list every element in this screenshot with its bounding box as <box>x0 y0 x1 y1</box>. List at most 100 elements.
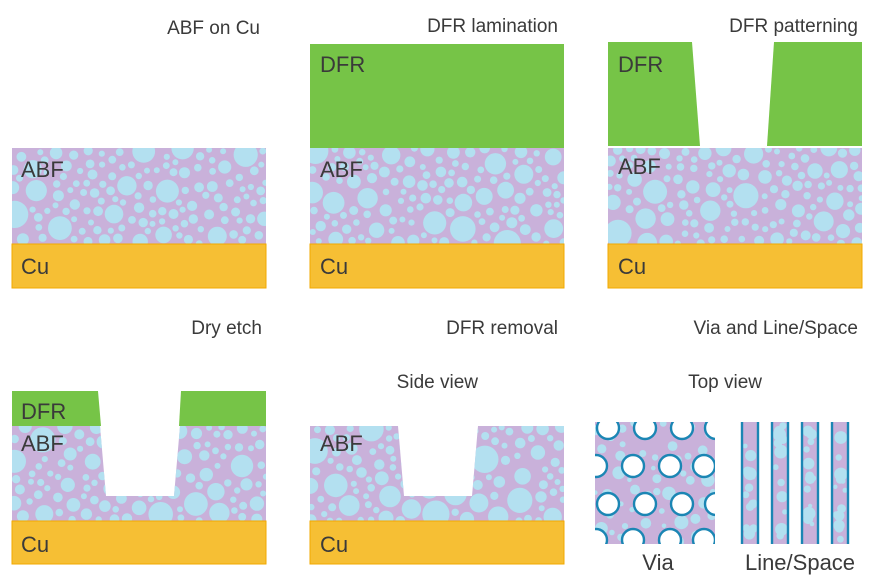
filler-particle <box>53 180 61 188</box>
filler-particle <box>317 495 325 503</box>
filler-particle <box>684 452 692 460</box>
filler-particle <box>257 461 266 470</box>
filler-particle <box>512 158 519 165</box>
filler-particle <box>132 148 156 163</box>
filler-particle <box>448 169 455 177</box>
filler-particle <box>223 430 233 440</box>
filler-particle <box>807 163 823 179</box>
filler-particle <box>243 193 250 200</box>
filler-particle <box>80 189 88 196</box>
filler-particle <box>679 200 689 210</box>
filler-particle <box>389 216 398 225</box>
filler-particle <box>44 207 51 214</box>
filler-particle <box>482 233 491 242</box>
filler-particle <box>530 204 543 217</box>
abf-label: ABF <box>618 154 661 179</box>
filler-particle <box>219 202 228 212</box>
filler-particle <box>608 194 621 210</box>
filler-particle <box>259 148 266 155</box>
filler-particle <box>626 188 633 195</box>
filler-particle <box>461 162 469 171</box>
panel-title: DFR lamination <box>427 16 558 37</box>
filler-particle <box>450 216 476 242</box>
filler-particle <box>762 160 770 168</box>
filler-particle <box>658 508 665 514</box>
filler-particle <box>546 473 554 480</box>
filler-particle <box>423 451 446 473</box>
filler-particle <box>443 470 452 478</box>
abf-label: ABF <box>320 431 363 456</box>
filler-particle <box>254 231 264 240</box>
filler-particle <box>116 493 127 504</box>
filler-particle <box>88 219 94 226</box>
filler-particle <box>501 442 508 449</box>
filler-particle <box>357 188 378 209</box>
filler-particle <box>332 447 341 457</box>
filler-particle <box>373 506 380 514</box>
filler-particle <box>630 484 640 495</box>
filler-particle <box>553 440 564 451</box>
filler-particle <box>857 184 862 192</box>
panel-title: DFR patterning <box>729 16 858 37</box>
filler-particle <box>249 496 265 511</box>
filler-particle <box>433 195 443 205</box>
filler-particle <box>626 148 634 153</box>
filler-particle <box>858 195 862 202</box>
filler-particle <box>14 484 25 495</box>
filler-particle <box>854 222 862 233</box>
filler-particle <box>137 490 144 498</box>
filler-particle <box>804 180 812 189</box>
filler-particle <box>209 167 217 175</box>
panel-via-line-space: Via and Line/Space Top view Via Line/Spa… <box>595 318 861 575</box>
filler-particle <box>357 234 365 241</box>
filler-particle <box>127 161 135 169</box>
filler-particle <box>716 159 723 166</box>
filler-particle <box>234 487 241 494</box>
filler-particle <box>791 204 805 218</box>
filler-particle <box>238 512 247 521</box>
filler-particle <box>310 438 328 464</box>
filler-particle <box>400 479 411 489</box>
filler-particle <box>321 510 328 518</box>
filler-particle <box>324 473 348 498</box>
filler-particle <box>388 227 395 234</box>
filler-particle <box>486 207 494 216</box>
filler-particle <box>810 203 817 211</box>
filler-particle <box>643 179 668 204</box>
filler-particle <box>35 224 43 231</box>
filler-particle <box>557 171 564 185</box>
filler-particle <box>310 181 323 204</box>
filler-particle <box>199 450 210 461</box>
filler-particle <box>204 441 211 448</box>
filler-particle <box>786 238 793 244</box>
filler-particle <box>619 441 626 448</box>
filler-particle <box>806 459 814 467</box>
filler-particle <box>155 179 179 203</box>
filler-particle <box>38 233 47 242</box>
line-space-top-view <box>737 422 861 544</box>
filler-particle <box>183 234 193 244</box>
filler-particle <box>247 183 254 191</box>
filler-particle <box>662 486 676 500</box>
filler-particle <box>395 473 402 480</box>
filler-particle <box>245 214 256 224</box>
filler-particle <box>420 192 432 204</box>
filler-particle <box>177 506 183 513</box>
filler-particle <box>260 490 266 497</box>
filler-particle <box>398 426 408 433</box>
filler-particle <box>314 426 321 434</box>
filler-particle <box>834 467 848 481</box>
filler-particle <box>474 175 482 183</box>
filler-particle <box>157 444 165 451</box>
filler-particle <box>652 474 662 484</box>
filler-particle <box>456 176 468 188</box>
filler-particle <box>123 447 134 458</box>
panel-title: Via and Line/Space <box>694 318 858 339</box>
cu-label: Cu <box>320 254 348 279</box>
filler-particle <box>515 517 523 521</box>
filler-particle <box>338 495 360 516</box>
filler-particle <box>721 194 728 201</box>
filler-particle <box>547 435 554 442</box>
via-hole <box>595 422 621 441</box>
filler-particle <box>475 187 493 205</box>
